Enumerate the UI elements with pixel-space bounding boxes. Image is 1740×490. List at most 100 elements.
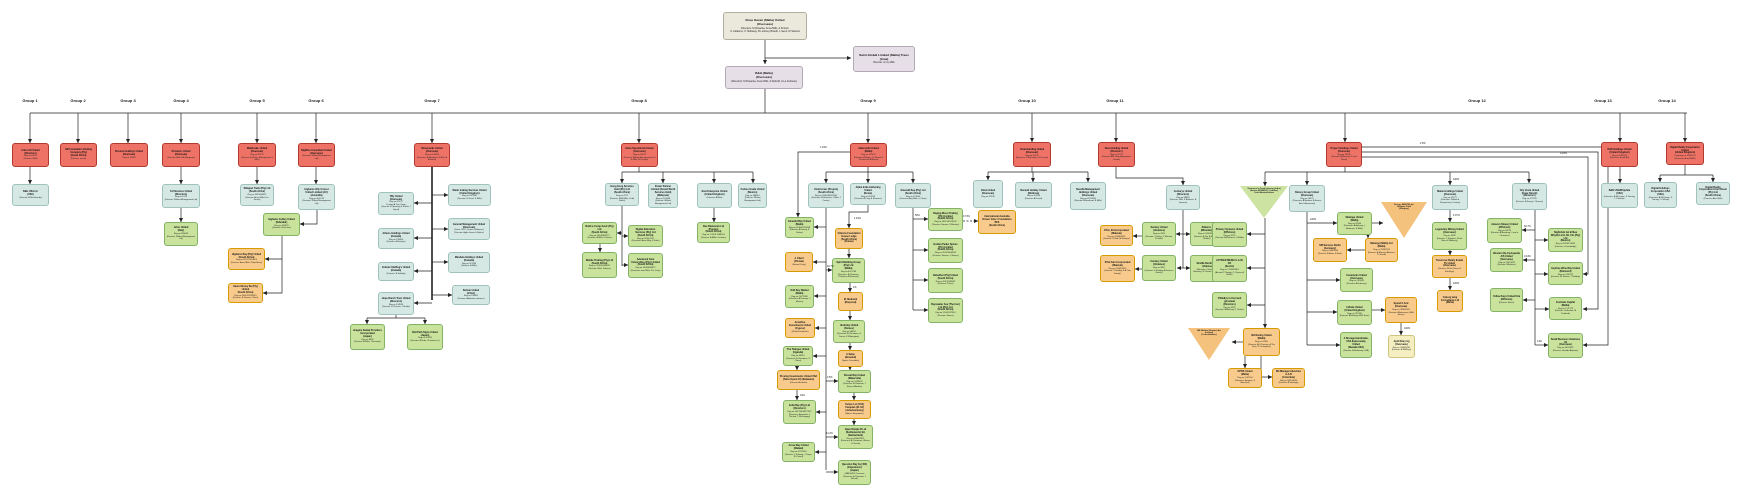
org-node-34[interactable]: Advanced Care Universities (Pty) Limited…: [628, 253, 663, 278]
org-node-59[interactable]: Bayswater Ave (The Iron) Ltd (Pty) Ltd(S…: [928, 298, 963, 323]
org-node-104[interactable]: Digital Holdings Corporation USA(USA)(Di…: [1644, 182, 1677, 208]
org-node-92[interactable]: Cyborg wing Consultants Ltd(Malta): [1437, 290, 1463, 312]
org-node-61[interactable]: Underminding United(Overseas)Reg no 4710…: [1013, 142, 1051, 167]
org-node-14[interactable]: Movemarks United(Overseas)Reg no 145600(…: [414, 143, 450, 167]
org-node-105[interactable]: Digital Realty Corporation Hotel Room (P…: [1696, 182, 1730, 205]
org-node-5[interactable]: CH Services United(Directors)Reg no 6176…: [162, 184, 200, 208]
org-node-47[interactable]: Citizens Foundation House Lodge(South Af…: [835, 228, 863, 249]
org-node-16[interactable]: Athens Holdings United(Canada)Reg no 235…: [378, 228, 414, 249]
org-node-53[interactable]: Future Lot (Ch3)Camplan (21-34)(Johannes…: [838, 400, 871, 419]
org-node-64[interactable]: Novella Management Holdings United(Overs…: [1070, 182, 1106, 210]
org-node-58[interactable]: Rebellion (Pty) United(South Africa)Reg …: [928, 268, 963, 293]
org-node-35[interactable]: Aldersmith United(Malta)Reg no 471441(Di…: [850, 143, 887, 167]
org-node-57[interactable]: Golden Peaks Spices (Pty) Limited(South …: [928, 238, 963, 263]
org-node-8[interactable]: Whippet Trails (Pty) Ltd(South Africa)Re…: [240, 184, 274, 206]
org-node-84[interactable]: Communio United(Overseas)Reg no C45003(D…: [1340, 268, 1373, 292]
org-node-27[interactable]: Power Partner Limited (Grand World Servi…: [648, 183, 678, 208]
org-node-73[interactable]: Project Holdings United(Overseas)Reg no …: [1326, 142, 1362, 167]
org-node-71[interactable]: P.Fia Fan Incorporated(Malavia)Reg no 19…: [1100, 255, 1135, 282]
org-node-19[interactable]: Imagine Dental Providers Incorporated(Ja…: [350, 324, 385, 350]
org-node-10[interactable]: Highams Oily Consol United Limited (AU)(…: [298, 184, 335, 210]
org-node-95[interactable]: Western Re-Cyclopedia A/S United(Oversea…: [1490, 248, 1523, 272]
org-node-9[interactable]: BigWise Consultant United(Overseas)(Dire…: [298, 143, 335, 167]
org-node-40[interactable]: J. Client(Private)(Natural Party): [785, 252, 813, 272]
org-node-holdco-holdco[interactable]: B&H (Malta)(Overseas)(Directors: M Rosan…: [725, 66, 803, 89]
org-node-2[interactable]: Hill Foundation Holding Company (Pty)(So…: [60, 143, 97, 167]
org-node-78[interactable]: NH Racing United(Malta)Reg no 41105(Dire…: [1243, 328, 1280, 356]
org-node-63[interactable]: Benedit Holiday United(Moldova)Reg no 10…: [1015, 182, 1052, 208]
org-node-13[interactable]: Haars Money Be (Pty) United(South Africa…: [228, 283, 263, 303]
org-node-75[interactable]: Primary Systems United(Offshore)Reg no 2…: [1212, 222, 1247, 247]
org-node-100[interactable]: Small Business Solutions Uk(Overseas)Reg…: [1548, 333, 1583, 358]
org-node-68[interactable]: P.Fia_09 Incorporated(Malavia)Reg no 190…: [1100, 225, 1133, 246]
org-node-0[interactable]: Arbor Oil United(Directors)Reg no 10417(…: [12, 143, 49, 167]
org-node-24[interactable]: Bolivar United(Infois)Reg no 234451(Dire…: [452, 285, 490, 305]
org-node-62[interactable]: Velva United(Overseas)Reg no 47236: [973, 180, 1003, 208]
org-node-20[interactable]: Bell Path Signs United(Japan)Reg no 2013…: [407, 324, 443, 350]
org-node-93[interactable]: City Vesta United(Cape Struck)(Directors…: [1512, 183, 1547, 210]
org-node-52[interactable]: Bonzai Bay United(Waterside)Reg no C/199…: [838, 370, 871, 393]
org-node-28[interactable]: East Enterprise United(United Kingdom)(D…: [697, 183, 732, 208]
org-node-65[interactable]: Nova Holding United(Directors)Reg no 471…: [1098, 142, 1135, 167]
org-node-54[interactable]: Open Dimple B Ltd (Settlements) 9tc(Swit…: [838, 425, 873, 449]
org-node-50[interactable]: Underlay United(Domes)Reg no 58034(Direc…: [833, 320, 865, 343]
org-node-55[interactable]: Question Bay by (454)(Experience)(Japan)…: [838, 460, 871, 485]
org-node-42[interactable]: Annellise Investments United(Cyprus)(Wor…: [785, 318, 815, 338]
org-node-30[interactable]: Due Diamonds Ltd (Pontus)(South Africa)R…: [697, 222, 730, 243]
org-node-103[interactable]: Digital Realty Corporation United(United…: [1666, 142, 1704, 165]
org-node-76[interactable]: ACTIVER MEDIA U.A.W. CO(Sector)Reg no 2 …: [1212, 255, 1247, 282]
org-node-101[interactable]: P&D Holdings United(United Kingdom)Reg n…: [1601, 142, 1638, 167]
org-node-66[interactable]: Centurys United(Directors)Reg no 58862(D…: [1166, 185, 1200, 210]
org-node-88[interactable]: A Storage Handmade, USA Expressway Unite…: [1340, 332, 1372, 358]
org-node-102[interactable]: B&D US&B/Update(USA)(Directors: A McQuee…: [1601, 183, 1638, 208]
org-node-23[interactable]: Mandela Holidays United(Canada)Reg no 47…: [448, 252, 490, 273]
org-node-49[interactable]: M. Motional(Disposal): [838, 292, 863, 311]
org-node-91[interactable]: Tomorrow Realty Estate Pv United(Oversea…: [1432, 255, 1467, 278]
org-node-51[interactable]: A Selpe(Donated)(Spirits Charitable): [838, 350, 863, 367]
org-node-89[interactable]: Maine Holdings United(Overseas)Reg no 47…: [1432, 185, 1468, 210]
org-node-48[interactable]: Spirit Building Group (Pty) Ltd(Malta)Re…: [832, 258, 865, 283]
org-node-38[interactable]: Emerald Bay (Pty) Ltd(South Africa)Reg n…: [895, 183, 931, 208]
org-node-80[interactable]: BH Manage Industries A.A.B(Colombia)Reg …: [1272, 368, 1305, 388]
org-node-3[interactable]: Broome Holdings United(Overseas)Reg no 4…: [110, 143, 148, 167]
org-node-41[interactable]: Odd Boy Market(Malta)Reg no C47763/6(Dir…: [785, 285, 814, 308]
org-node-1[interactable]: B&H USA Inc(USA)(Director: A Rita Brands…: [12, 184, 49, 206]
org-node-60[interactable]: International Australia Driven Voter / F…: [978, 210, 1016, 234]
org-node-7[interactable]: Watkins&L United(Overseas)Reg no 47170(D…: [238, 143, 276, 167]
org-node-67[interactable]: Sentury United(Undenes)Reg no 4126(Direc…: [1142, 222, 1176, 246]
org-node-31[interactable]: Build a Comp Austr (Pty) Ltd(South Afric…: [582, 222, 617, 244]
org-node-21[interactable]: Water trading Services United(United Kin…: [448, 184, 491, 206]
org-node-33[interactable]: Digital Education Services (Pty) Ltd(Sou…: [628, 225, 663, 247]
org-node-22[interactable]: General Management United(Overseas)(Dana…: [448, 218, 490, 240]
org-node-70[interactable]: Century United(Undenes)Reg no 5801(Direc…: [1142, 255, 1176, 281]
org-node-86[interactable]: Spend It And(Overseas)Reg no C88025/05(D…: [1385, 297, 1417, 323]
org-node-99[interactable]: Festivals Capital(Malta)Reg no C 47173(D…: [1549, 297, 1582, 320]
org-node-17[interactable]: Colman Staffing's United(Canada)(Directo…: [378, 262, 414, 281]
org-node-56[interactable]: Raging Moon Trading (Pty) Limited(South …: [928, 208, 963, 231]
org-node-74[interactable]: Betsey Group United(Overseas)Reg no 1627…: [1289, 185, 1325, 212]
org-node-83[interactable]: Melange (Malta) Ltd(Malta)Reg no 2534187…: [1365, 238, 1398, 262]
org-node-36[interactable]: Undercover (Proprie)(South Africa)Reg no…: [808, 183, 844, 208]
org-node-77[interactable]: O'Reillys in the hand grinstead(Director…: [1212, 292, 1247, 318]
org-node-87[interactable]: April Diary Ag(Overseas)Reg no C88920/05…: [1388, 335, 1415, 358]
org-node-12[interactable]: Highams Bay (Pty) United(South Africa)Re…: [228, 248, 265, 270]
org-node-25[interactable]: Extra Operational United(Overseas)Reg no…: [621, 143, 658, 167]
org-node-85[interactable]: Infinite United(United Kingdom)Reg no C3…: [1337, 300, 1372, 325]
org-node-82[interactable]: SM Services Berlin(Germany)Reg no 048/19…: [1313, 238, 1347, 262]
org-node-sideco-sideco[interactable]: Saint Global Limited (Malta) Trees(Asia)…: [853, 46, 915, 72]
org-node-43[interactable]: The Twinges United(Uganda)Reg no 34014(D…: [783, 346, 813, 366]
org-node-79[interactable]: GPRS United(Malta)Reg no C/47154(Directo…: [1228, 368, 1262, 388]
org-node-94[interactable]: Amazon Slavery United(Offshore)Reg no 18…: [1487, 218, 1522, 243]
org-node-4[interactable]: St Helens United(Overseas)(Director: Mil…: [162, 143, 200, 167]
org-node-90[interactable]: Legendary Mining United(Overseas)Reg no …: [1432, 222, 1467, 250]
org-node-11[interactable]: Highams Ashley United(Gibraltar)Reg no 1…: [263, 213, 300, 236]
org-node-6[interactable]: Arbor United(Italy)Reg no 585044(Directo…: [164, 222, 198, 246]
org-node-98[interactable]: Anytime Wine Bay United(Diamond)Reg no C…: [1548, 262, 1583, 285]
org-node-37[interactable]: Alpha India Gathering United(Dome)Reg no…: [850, 183, 886, 205]
org-node-29[interactable]: Forbes Grade United(Mexico)Reg no 388516…: [738, 183, 767, 208]
org-node-97[interactable]: Nightclub Jet In/Sea Whythm Ltd, Sil, Cl…: [1548, 228, 1583, 252]
org-node-32[interactable]: Mobile Trading (Pty) Ltd(South Africa)Re…: [582, 252, 617, 278]
org-node-44[interactable]: Proving Investments United USA(Tulsa Ope…: [777, 370, 820, 390]
org-node-root-root[interactable]: Rose Haven (Malta) United(Overseas)Direc…: [723, 12, 807, 40]
